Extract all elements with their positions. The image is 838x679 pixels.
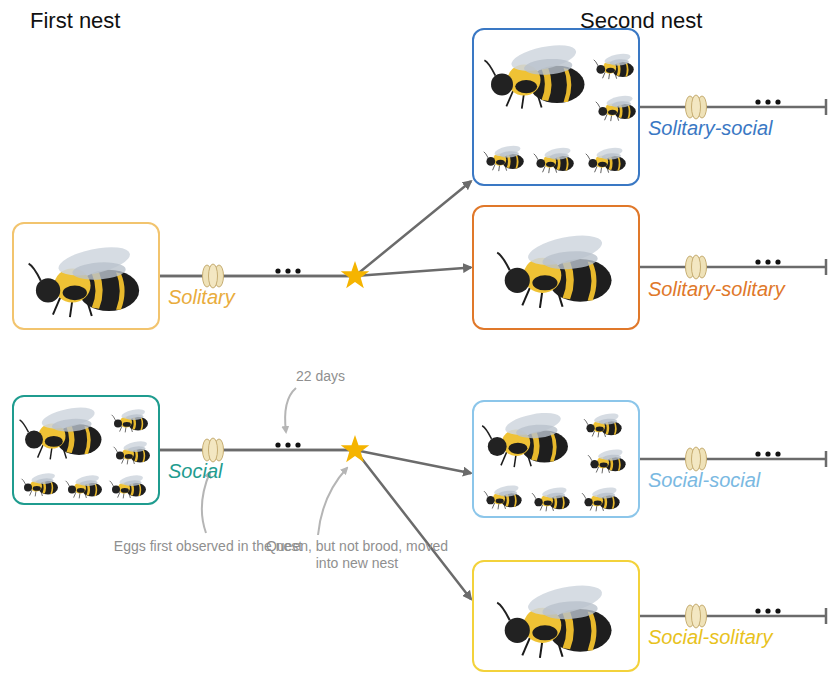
annotation-note: Queen, but not brood, moved into new nes… [262, 538, 452, 572]
column-heading: Second nest [580, 8, 702, 34]
annotation-note: 22 days [296, 368, 345, 385]
nest-box: Social-social [472, 400, 640, 518]
condition-label: Solitary-social [648, 117, 772, 140]
condition-label: Social-solitary [648, 626, 772, 649]
transfer-arrow [160, 450, 471, 599]
nest-box: Solitary-social [472, 28, 640, 186]
column-heading: First nest [30, 8, 120, 34]
nest-box: Solitary-solitary [472, 205, 640, 330]
nest-box: Social-solitary [472, 560, 640, 672]
transfer-arrow [160, 181, 471, 276]
nest-box: Social [12, 395, 160, 505]
nest-box: Solitary [12, 222, 160, 330]
condition-label: Solitary-solitary [648, 278, 785, 301]
condition-label: Social [168, 460, 222, 483]
condition-label: Solitary [168, 286, 235, 309]
condition-label: Social-social [648, 469, 760, 492]
